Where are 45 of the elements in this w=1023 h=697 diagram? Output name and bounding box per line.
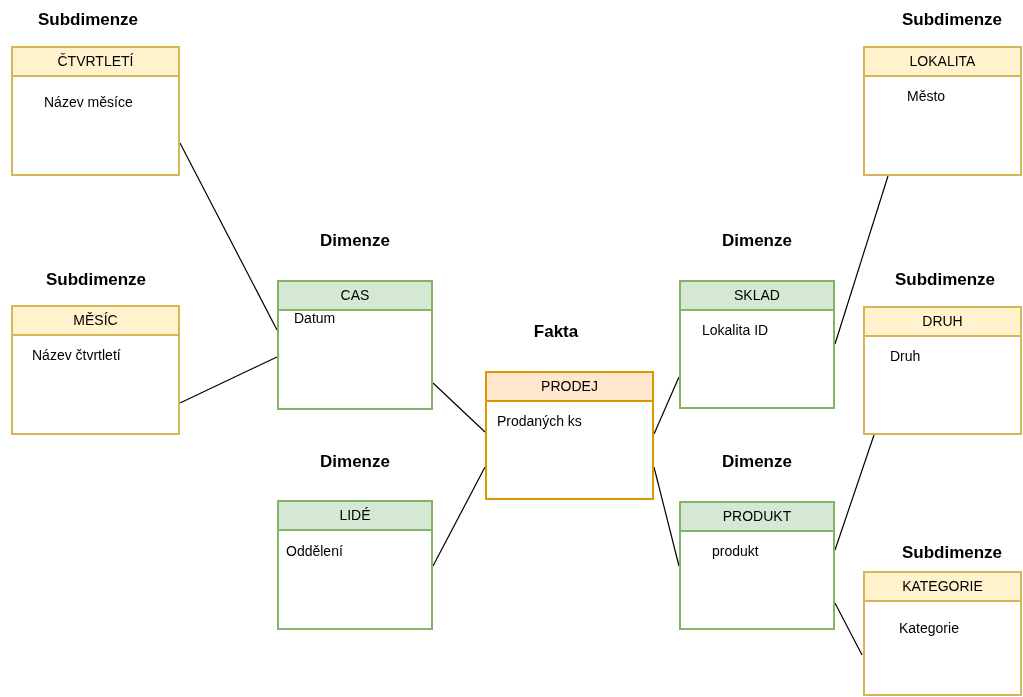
connector-line bbox=[432, 382, 486, 433]
attribute-text: Město bbox=[907, 86, 946, 106]
attribute-text: Datum bbox=[294, 308, 336, 328]
subdimension-table bbox=[11, 305, 180, 435]
table-heading: Dimenze bbox=[722, 230, 792, 253]
attribute-text: Název měsíce bbox=[44, 92, 133, 112]
connector-line bbox=[179, 356, 278, 404]
table-heading: Dimenze bbox=[320, 230, 390, 253]
dimension-table bbox=[277, 500, 433, 630]
attribute-text: Prodaných ks bbox=[497, 411, 582, 431]
table-heading: Subdimenze bbox=[901, 9, 1003, 32]
subdimension-table bbox=[863, 571, 1022, 696]
table-heading: Subdimenze bbox=[894, 269, 996, 292]
fact-table bbox=[485, 371, 654, 500]
table-header: DRUH bbox=[865, 308, 1020, 337]
connector-line bbox=[179, 142, 278, 331]
table-header: ČTVRTLETÍ bbox=[13, 48, 178, 77]
attribute-text: Název čtvrtletí bbox=[32, 345, 121, 365]
dimension-table bbox=[679, 280, 835, 409]
connector-line bbox=[432, 466, 486, 567]
table-header: MĚSÍC bbox=[13, 307, 178, 336]
attribute-text: Lokalita ID bbox=[702, 320, 769, 340]
table-header: PRODEJ bbox=[487, 373, 652, 402]
table-heading: Subdimenze bbox=[45, 269, 147, 292]
table-heading: Dimenze bbox=[320, 451, 390, 474]
table-header: KATEGORIE bbox=[865, 573, 1020, 602]
subdimension-table bbox=[863, 306, 1022, 435]
table-header: PRODUKT bbox=[681, 503, 833, 532]
dimension-table bbox=[679, 501, 835, 630]
attribute-text: Druh bbox=[890, 346, 921, 366]
connector-line bbox=[834, 602, 863, 656]
table-heading: Fakta bbox=[533, 321, 579, 344]
table-heading: Subdimenze bbox=[901, 542, 1003, 565]
table-header: CAS bbox=[279, 282, 431, 311]
attribute-text: produkt bbox=[712, 541, 759, 561]
attribute-text: Oddělení bbox=[286, 541, 343, 561]
table-heading: Subdimenze bbox=[37, 9, 139, 32]
dimension-table bbox=[277, 280, 433, 410]
table-header: SKLAD bbox=[681, 282, 833, 311]
table-header: LIDÉ bbox=[279, 502, 431, 531]
subdimension-table bbox=[11, 46, 180, 176]
subdimension-table bbox=[863, 46, 1022, 176]
attribute-text: Kategorie bbox=[899, 618, 959, 638]
table-header: LOKALITA bbox=[865, 48, 1020, 77]
table-heading: Dimenze bbox=[722, 451, 792, 474]
